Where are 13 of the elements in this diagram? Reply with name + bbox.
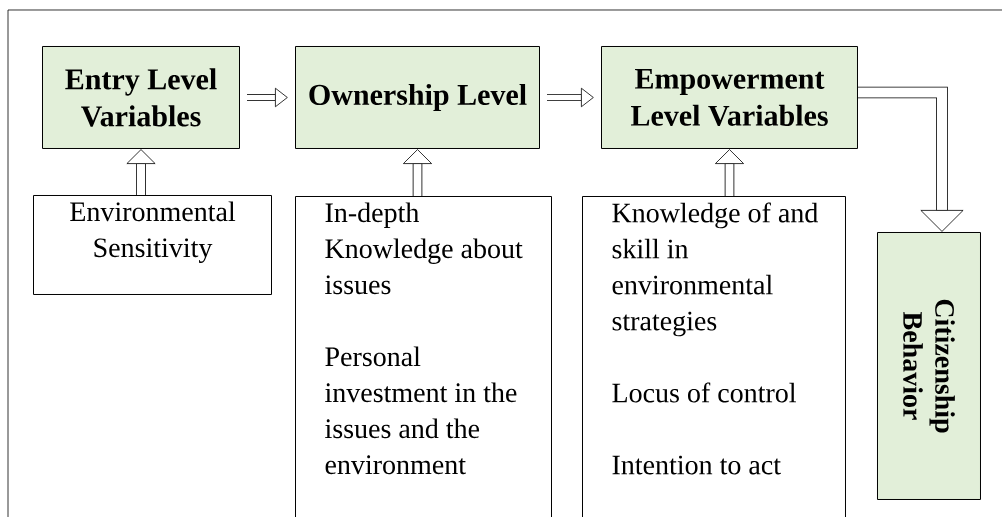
hollow-arrow [858,86,964,232]
factor-box: Environmental Sensitivity [33,195,272,295]
hollow-arrow [547,87,594,108]
factor-box: Knowledge of and skill in environmental strategies Locus of control Intention to act [582,196,846,517]
stage-box: Empowerment Level Variables [601,46,858,149]
hollow-arrow [715,149,744,196]
factor-box: In-depth Knowledge about issues Personal investment in the issues and the environment [295,196,552,517]
outcome-box: Citizenship Behavior [877,232,981,500]
hollow-arrow [247,87,288,108]
stage-box: Ownership Level [295,46,540,149]
hollow-arrow [126,149,156,195]
hollow-arrow [403,149,432,196]
stage-box: Entry Level Variables [42,46,240,149]
